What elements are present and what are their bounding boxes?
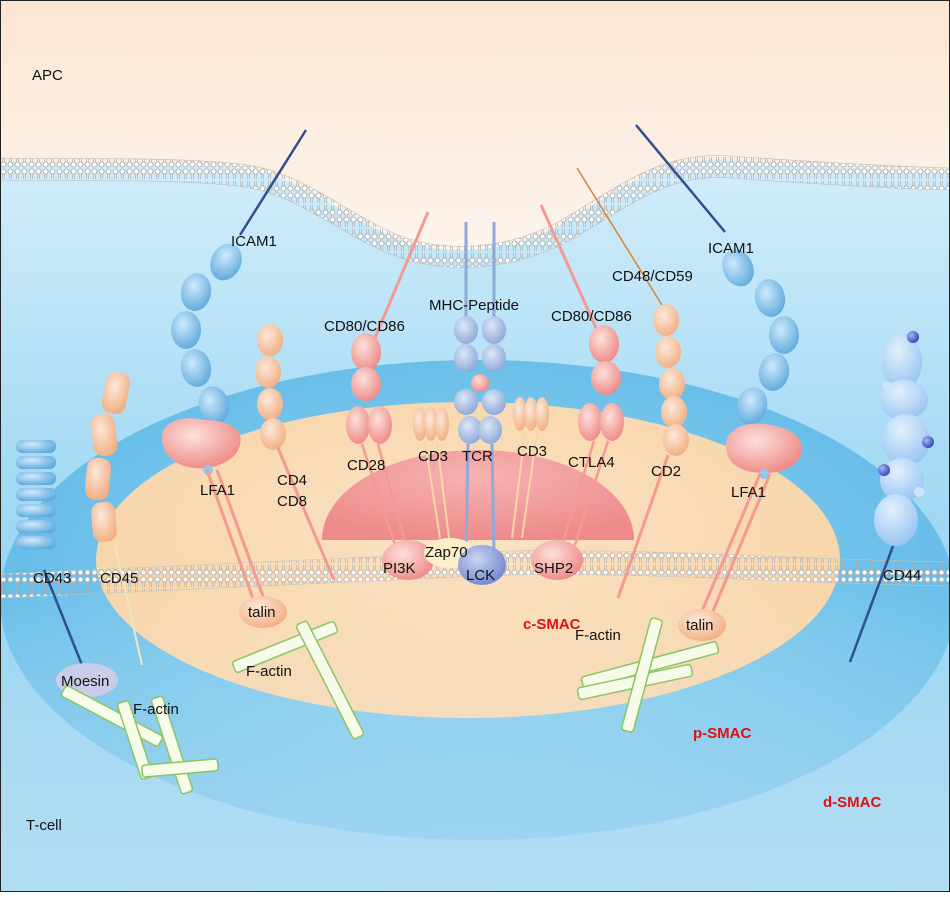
cd3-left bbox=[413, 407, 450, 539]
cd3-right bbox=[511, 397, 549, 539]
mhc-peptide-label: MHC-Peptide bbox=[429, 297, 519, 314]
talin-left bbox=[239, 596, 287, 628]
cd4-cd8-molecule bbox=[255, 324, 336, 581]
ctla4-label: CTLA4 bbox=[568, 454, 615, 471]
cd2-molecule bbox=[616, 304, 689, 599]
mhc-tcr-complex bbox=[454, 222, 506, 556]
cd80-cd86-left bbox=[351, 211, 430, 401]
shp2-label: SHP2 bbox=[534, 560, 573, 577]
shp2-enzyme bbox=[531, 540, 583, 580]
cd3-left-label: CD3 bbox=[418, 448, 448, 465]
pi3k-enzyme bbox=[382, 540, 434, 580]
f-actin-right bbox=[576, 617, 720, 733]
apc-membrane bbox=[0, 155, 950, 268]
cd80-cd86-right-label: CD80/CD86 bbox=[551, 308, 632, 325]
lfa1-right-label: LFA1 bbox=[731, 484, 766, 501]
cd43-label: CD43 bbox=[33, 570, 71, 587]
lfa1-left bbox=[161, 418, 270, 611]
p-smac-label: p-SMAC bbox=[693, 725, 751, 742]
f-actin-bottom-left bbox=[60, 685, 219, 795]
pi3k-label: PI3K bbox=[383, 560, 416, 577]
cd3-right-label: CD3 bbox=[517, 443, 547, 460]
icam1-left bbox=[171, 129, 308, 424]
ctla4-molecule bbox=[560, 403, 624, 546]
c-smac-region bbox=[322, 450, 634, 540]
lck-enzyme bbox=[458, 545, 506, 585]
lck-label: LCK bbox=[466, 567, 495, 584]
apc-cytoplasm bbox=[0, 0, 950, 251]
icam1-right bbox=[635, 124, 799, 425]
c-smac-label: c-SMAC bbox=[523, 616, 581, 633]
apc-label: APC bbox=[32, 67, 63, 84]
f-actin-right-label: F-actin bbox=[575, 627, 621, 644]
cd45-molecule bbox=[85, 371, 143, 666]
icam1-left-label: ICAM1 bbox=[231, 233, 277, 250]
icam1-right-label: ICAM1 bbox=[708, 240, 754, 257]
cd80-cd86-right bbox=[539, 204, 621, 395]
cd44-label: CD44 bbox=[883, 567, 921, 584]
cd45-label: CD45 bbox=[100, 570, 138, 587]
f-actin-left-label: F-actin bbox=[246, 663, 292, 680]
d-smac-label: d-SMAC bbox=[823, 794, 881, 811]
cd80-cd86-left-label: CD80/CD86 bbox=[324, 318, 405, 335]
tcell-label: T-cell bbox=[26, 817, 62, 834]
lfa1-right bbox=[698, 423, 803, 617]
cd4-label: CD4 bbox=[277, 472, 307, 489]
moesin-label: Moesin bbox=[61, 673, 109, 690]
talin-right-label: talin bbox=[686, 617, 714, 634]
lfa1-left-label: LFA1 bbox=[200, 482, 235, 499]
f-actin-left bbox=[231, 620, 365, 740]
f-actin-bottom-left-label: F-actin bbox=[133, 701, 179, 718]
cd48-cd59-label: CD48/CD59 bbox=[612, 268, 693, 285]
talin-right bbox=[678, 609, 726, 641]
talin-left-label: talin bbox=[248, 604, 276, 621]
cd44-molecule bbox=[848, 331, 934, 663]
zap70-label: Zap70 bbox=[425, 544, 468, 561]
tcr-label: TCR bbox=[462, 448, 493, 465]
cd43-molecule bbox=[16, 440, 86, 671]
cd48-cd59-stalk bbox=[576, 167, 663, 306]
cd8-label: CD8 bbox=[277, 493, 307, 510]
cd28-label: CD28 bbox=[347, 457, 385, 474]
cd2-label: CD2 bbox=[651, 463, 681, 480]
